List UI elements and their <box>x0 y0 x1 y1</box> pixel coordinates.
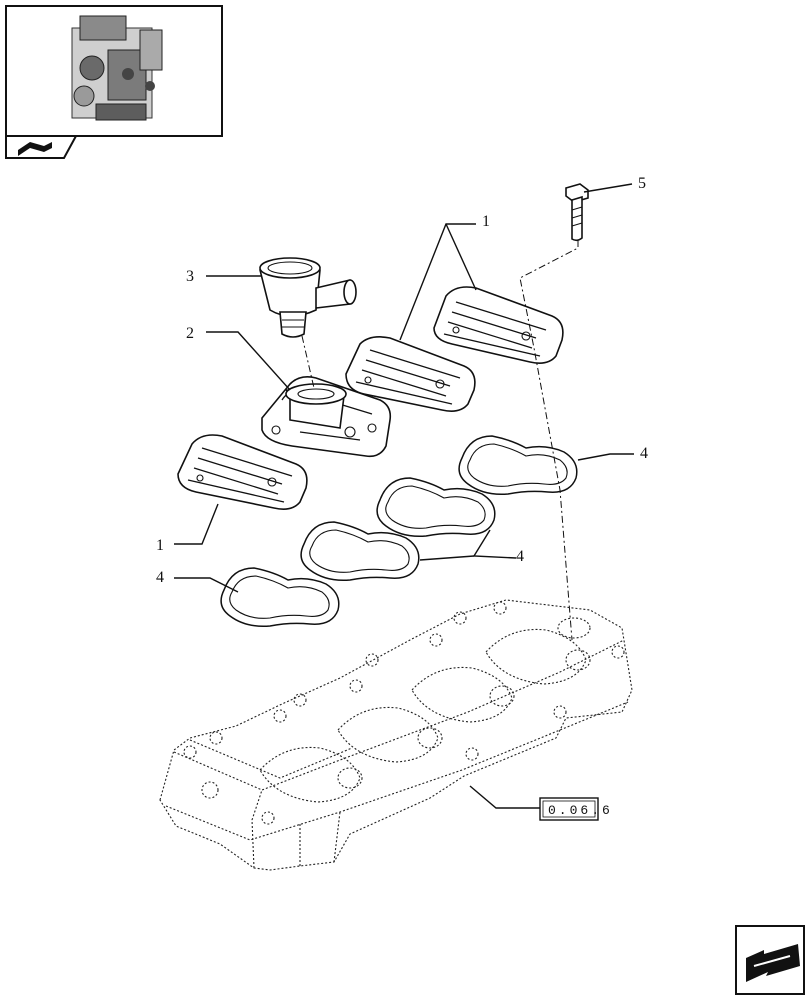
breather-cover-part[interactable] <box>261 376 392 458</box>
gasket-part-middle-upper[interactable] <box>376 477 496 538</box>
callout-label: 5 <box>638 175 646 192</box>
arrow-icon <box>746 944 800 982</box>
gasket-part-left[interactable] <box>220 567 340 628</box>
callout-label: 4 <box>156 569 164 586</box>
callout-label: 1 <box>482 213 490 230</box>
gasket-part-right[interactable] <box>458 435 578 496</box>
callout-label: 2 <box>186 325 194 342</box>
reference-box[interactable]: 0.06.6 <box>539 797 613 821</box>
valve-cover-part-bottom[interactable] <box>177 434 308 510</box>
reference-code: 0.06.6 <box>548 803 613 818</box>
breather-cap-part[interactable] <box>259 257 357 338</box>
valve-cover-part-middle[interactable] <box>345 336 476 412</box>
next-page-button[interactable] <box>735 925 805 995</box>
valve-cover-part-top[interactable] <box>433 286 564 364</box>
gasket-part-middle-lower[interactable] <box>300 521 420 582</box>
callout-label: 4 <box>640 445 648 462</box>
engine-thumbnail-image <box>71 15 163 121</box>
bolt-part[interactable] <box>565 183 589 242</box>
engine-thumbnail[interactable] <box>5 5 223 159</box>
cylinder-head-reference[interactable] <box>159 599 633 871</box>
book-icon <box>18 142 52 156</box>
callout-label: 3 <box>186 268 194 285</box>
callout-label: 4 <box>516 548 524 565</box>
callout-label: 1 <box>156 537 164 554</box>
